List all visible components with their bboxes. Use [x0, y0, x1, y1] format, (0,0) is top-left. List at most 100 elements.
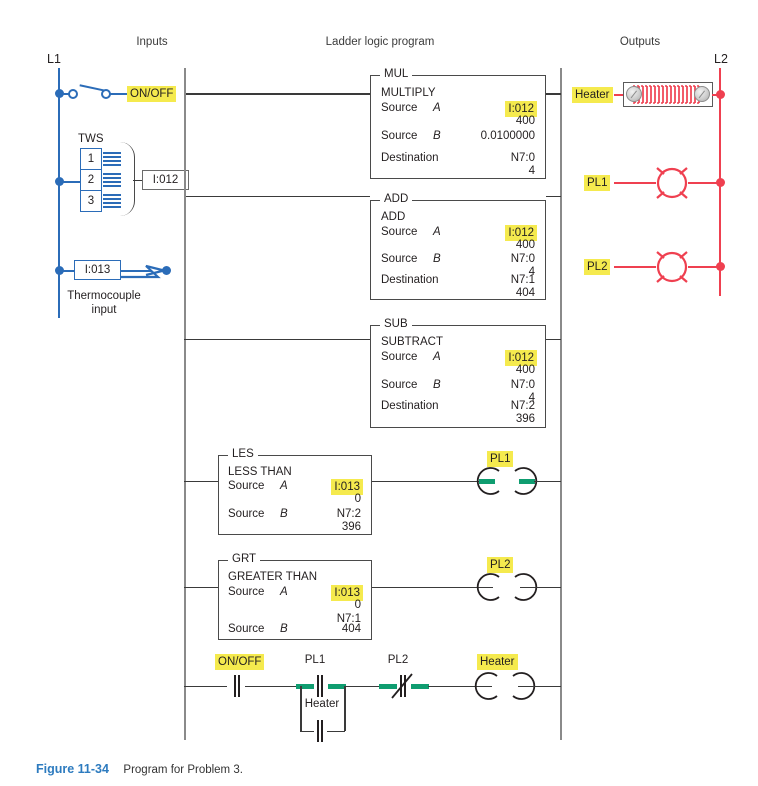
thermocouple-address: I:013	[74, 260, 121, 280]
instruction-block-sub[interactable]: SUB SUBTRACT Source A I:012 400 Source B…	[370, 318, 546, 428]
mul-row0-address: I:012	[505, 101, 537, 117]
les-row0-operand: A	[280, 480, 288, 492]
wire-tws-addr	[133, 180, 143, 182]
les-row0-value: 0	[354, 493, 361, 505]
instruction-mnemonic-add: ADD	[380, 193, 413, 205]
instruction-name-mul: MULTIPLY	[381, 87, 436, 99]
instruction-block-add[interactable]: ADD ADD Source A I:012 400 Source B N7:0…	[370, 193, 546, 300]
rung-5-wire-mid	[372, 586, 493, 589]
coil-label-heater: Heater	[477, 654, 518, 670]
heater-terminal-screw-right	[694, 86, 710, 102]
rung-3-wire-right	[546, 338, 561, 341]
sub-row0-address: I:012	[505, 350, 537, 366]
contact-label-pl2: PL2	[387, 654, 409, 666]
rung-6-wire-e	[518, 685, 561, 688]
contact-pl1-energized-bar-left	[296, 683, 314, 689]
wire-pl1-right	[688, 181, 721, 184]
tws-bit-line	[103, 156, 121, 158]
instruction-name-add: ADD	[381, 211, 406, 223]
contact-onoff-right-blade[interactable]	[238, 675, 247, 697]
contact-heater-right-blade[interactable]	[321, 720, 330, 742]
tws-digit-1[interactable]: 1	[80, 148, 102, 170]
contact-heater-left-blade[interactable]	[310, 720, 319, 742]
wire-tws-in	[59, 180, 81, 183]
instruction-mnemonic-mul: MUL	[380, 68, 413, 80]
grt-row1-address: N7:1	[336, 613, 361, 625]
coil-pl1-energized-bar-left	[479, 478, 495, 484]
output-label-pl1: PL1	[584, 175, 611, 191]
contact-pl1-right-blade[interactable]	[321, 675, 330, 697]
wire-heater-left	[614, 93, 624, 96]
add-row2-address: N7:1	[510, 274, 535, 286]
rung-1-wire	[184, 92, 370, 95]
branch-right-vertical	[344, 686, 346, 731]
contact-pl2-right-blade[interactable]	[404, 675, 413, 697]
mul-row1-operand: B	[433, 130, 441, 142]
rung-2-wire-right	[546, 195, 561, 198]
tws-digit-3[interactable]: 3	[80, 190, 102, 212]
rung-4-wire-mid	[372, 480, 480, 483]
rung-4-wire-right	[534, 480, 561, 483]
grt-row1-label: Source	[228, 623, 265, 635]
contact-label-heater: Heater	[304, 698, 340, 710]
mul-row1-label: Source	[381, 130, 418, 142]
rung-5-wire-left	[184, 586, 218, 589]
thermocouple-caption-line1: Thermocouple	[67, 290, 141, 302]
tws-bit-line	[103, 202, 121, 204]
rung-3-wire	[184, 338, 370, 341]
sub-row0-operand: A	[433, 351, 441, 363]
rung-4-wire-left	[184, 480, 218, 483]
tws-label: TWS	[78, 133, 104, 145]
sub-row0-label: Source	[381, 351, 418, 363]
add-row1-operand: B	[433, 253, 441, 265]
instruction-name-les: LESS THAN	[228, 466, 292, 478]
instruction-block-mul[interactable]: MUL MULTIPLY Source A I:012 400 Source B…	[370, 68, 546, 179]
sub-row2-address: N7:2	[510, 400, 535, 412]
contact-onoff-left-blade[interactable]	[227, 675, 236, 697]
add-row2-label: Destination	[381, 274, 439, 286]
mul-row0-value: 400	[515, 115, 535, 127]
wire-pl1-left	[614, 181, 656, 184]
rail-label-l1: L1	[47, 52, 61, 66]
sub-row0-value: 400	[515, 364, 535, 376]
coil-pl2[interactable]	[476, 573, 538, 601]
tws-address: I:012	[142, 170, 189, 190]
junction-dot-pl1	[716, 178, 725, 187]
instruction-block-grt[interactable]: GRT GREATER THAN Source A I:013 0 N7:1 S…	[218, 553, 372, 640]
grt-row0-value: 0	[354, 599, 361, 611]
figure-number: Figure 11-34	[36, 762, 109, 776]
add-row0-address: I:012	[505, 225, 537, 241]
thermocouple-caption-line2: input	[91, 304, 117, 316]
analog-input-arrow-icon	[120, 264, 165, 279]
tws-bit-line	[103, 198, 121, 200]
pilot-lamp-pl1-icon	[656, 167, 688, 199]
junction-dot-tc-out	[162, 265, 171, 275]
contact-pl1-left-blade[interactable]	[310, 675, 319, 697]
coil-label-pl1: PL1	[487, 451, 514, 467]
grt-row0-label: Source	[228, 586, 265, 598]
input-label-onoff: ON/OFF	[127, 85, 177, 102]
instruction-block-les[interactable]: LES LESS THAN Source A I:013 0 Source B …	[218, 448, 372, 535]
coil-label-pl2: PL2	[487, 557, 514, 573]
les-row1-value: 396	[341, 521, 361, 533]
mul-row0-operand: A	[433, 102, 441, 114]
les-row0-label: Source	[228, 480, 265, 492]
tws-bit-line	[103, 185, 121, 187]
contact-label-pl1: PL1	[304, 654, 326, 666]
wire-pl2-right	[688, 265, 721, 268]
rung-6-wire-c	[345, 685, 387, 688]
contact-pl2-energized-bar-right	[411, 683, 429, 689]
mul-row0-label: Source	[381, 102, 418, 114]
tws-bit-line	[103, 173, 121, 175]
rung-1-wire-right	[546, 92, 561, 95]
coil-heater[interactable]	[474, 672, 536, 700]
tws-digit-2[interactable]: 2	[80, 169, 102, 191]
junction-dot-heater	[716, 90, 725, 99]
coil-pl1[interactable]	[476, 467, 538, 495]
instruction-mnemonic-grt: GRT	[228, 553, 261, 565]
wire-tc-left	[59, 269, 74, 272]
tws-bit-line	[103, 206, 121, 208]
contact-label-onoff: ON/OFF	[215, 654, 265, 670]
mul-row2-label: Destination	[381, 152, 439, 164]
sub-row2-label: Destination	[381, 400, 439, 412]
